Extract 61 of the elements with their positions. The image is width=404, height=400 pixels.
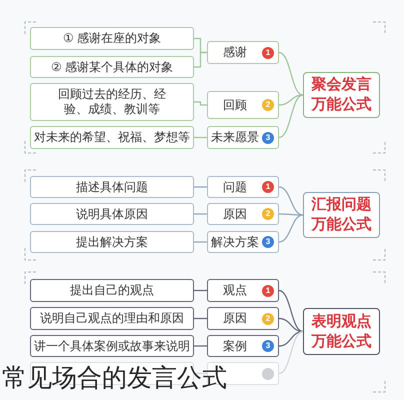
connector-line bbox=[278, 290, 304, 332]
connector-line bbox=[194, 345, 207, 347]
leaf-box: 回顾过去的经历、经验、成绩、教训等 bbox=[30, 83, 194, 121]
branch-box bbox=[207, 41, 279, 64]
branch-box bbox=[207, 91, 279, 119]
connector-line bbox=[278, 52, 304, 96]
leaf-box: ① 感谢在座的对象 bbox=[30, 27, 194, 50]
branch-label: 解决方案 bbox=[210, 234, 260, 250]
number-badge: 2 bbox=[262, 312, 274, 324]
leaf-box: 提出解决方案 bbox=[30, 231, 194, 253]
leaf-box: 对未来的希望、祝福、梦想等 bbox=[30, 126, 194, 149]
connector-line bbox=[194, 101, 207, 106]
connector-line bbox=[194, 136, 207, 138]
branch-box bbox=[207, 279, 279, 302]
connector-line bbox=[279, 213, 303, 216]
connector-line bbox=[194, 186, 207, 188]
connector-line bbox=[194, 290, 207, 292]
connector-line bbox=[278, 330, 304, 374]
number-badge: 3 bbox=[262, 236, 274, 248]
connector-line bbox=[194, 372, 207, 374]
number-badge: 1 bbox=[262, 181, 274, 193]
number-badge: 3 bbox=[262, 132, 274, 144]
topic-box: 汇报问题万能公式 bbox=[303, 192, 380, 238]
connector-line bbox=[194, 241, 207, 243]
number-badge: 2 bbox=[262, 99, 274, 111]
branch-label: 问题 bbox=[222, 178, 248, 196]
branch-box bbox=[207, 203, 279, 225]
connector-line bbox=[194, 52, 207, 68]
caption: 常见场合的发言公式 bbox=[2, 363, 227, 393]
leaf-box: 说明具体原因 bbox=[30, 203, 194, 225]
connector-line bbox=[278, 330, 304, 347]
leaf-box: 描述具体问题 bbox=[30, 176, 194, 198]
connector-line bbox=[278, 94, 304, 106]
branch-label: 原因 bbox=[222, 310, 248, 327]
number-badge: 1 bbox=[262, 284, 274, 296]
branch-box bbox=[207, 231, 279, 253]
connector-line bbox=[194, 318, 207, 320]
connector-line bbox=[278, 318, 304, 332]
branch-label: 未来愿景 bbox=[210, 129, 260, 146]
branch-box bbox=[207, 126, 279, 149]
connector-line bbox=[194, 213, 207, 215]
branch-label: 回顾 bbox=[222, 96, 248, 114]
branch-box bbox=[207, 176, 279, 198]
branch-label: 观点 bbox=[222, 282, 248, 299]
leaf-box: ② 感谢某个具体的对象 bbox=[30, 56, 194, 78]
connector-line bbox=[278, 186, 304, 216]
number-badge: 1 bbox=[262, 46, 274, 58]
number-badge: 3 bbox=[262, 340, 274, 352]
topic-box: 表明观点万能公式 bbox=[303, 308, 380, 355]
leaf-box: 提出自己的观点 bbox=[30, 279, 194, 302]
connector-line bbox=[278, 214, 304, 243]
connector-line bbox=[278, 94, 304, 138]
leaf-box: 说明自己观点的理由和原因 bbox=[30, 307, 194, 330]
number-badge: 2 bbox=[262, 208, 274, 220]
topic-box: 聚会发言万能公式 bbox=[303, 72, 380, 118]
branch-label: 原因 bbox=[222, 206, 248, 222]
leaf-box: 讲一个具体案例或故事来说明 bbox=[30, 335, 194, 357]
branch-box bbox=[207, 335, 279, 357]
branch-label: 案例 bbox=[222, 338, 248, 354]
branch-label: 感谢 bbox=[222, 44, 248, 61]
branch-box bbox=[207, 307, 279, 330]
